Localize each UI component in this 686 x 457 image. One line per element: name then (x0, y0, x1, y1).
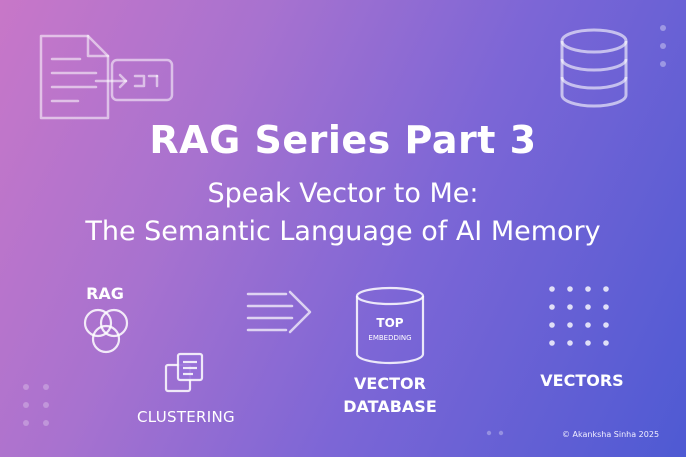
vector-database-icon: TOP EMBEDDING (354, 286, 426, 366)
document-to-vector-icon (38, 33, 178, 123)
db-embedding-text: EMBEDDING (368, 334, 412, 342)
dot-decoration-bottom-left (20, 381, 56, 431)
cluster-cards-icon (163, 352, 207, 394)
arrow-lines-icon (246, 288, 316, 338)
subtitle-line-1: Speak Vector to Me: (207, 178, 479, 209)
rag-label: RAG (86, 284, 124, 303)
dot-grid-icon (546, 283, 616, 349)
clustering-label: CLUSTERING (137, 408, 235, 426)
dot-column-decoration (657, 22, 669, 72)
vector-database-label-line-2: DATABASE (343, 397, 437, 416)
vectors-label: VECTORS (540, 371, 624, 390)
dot-decoration-bottom-middle (484, 428, 508, 438)
venn-diagram-icon (80, 306, 132, 358)
copyright-text: © Akanksha Sinha 2025 (562, 430, 660, 439)
db-top-text: TOP (376, 316, 404, 330)
database-icon (558, 27, 630, 109)
vector-database-label-line-1: VECTOR (354, 374, 426, 393)
page-title: RAG Series Part 3 (149, 118, 537, 162)
subtitle-line-2: The Semantic Language of AI Memory (85, 216, 601, 247)
